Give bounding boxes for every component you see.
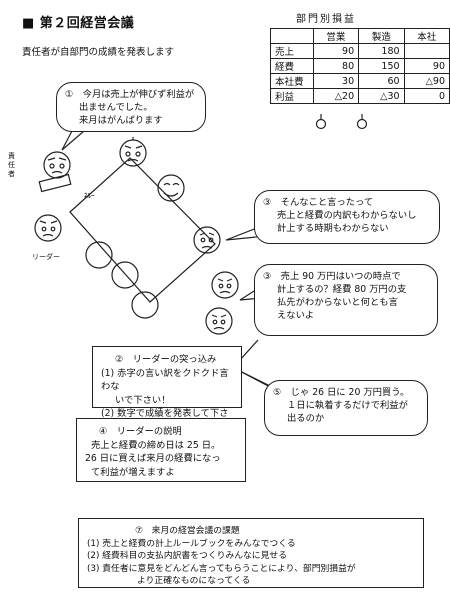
- page-subtitle: 責任者が自部門の成績を発表します: [22, 47, 175, 58]
- person-responsible-icon: [38, 151, 72, 193]
- label-responsible: 責任者: [8, 152, 15, 178]
- box-line: 売上と経費の締め日は 25 日。: [91, 439, 221, 451]
- bubble-number: ③: [263, 271, 272, 282]
- bubble-number: ③: [263, 197, 272, 208]
- box-line: (2) 経費科目の支払内訳書をつくりみんなに見せる: [87, 551, 287, 562]
- table-pointer-circle: [356, 118, 368, 130]
- speech-bubble-5: ⑤ じゃ 26 日に 20 万円買う。 １日に執着するだけで利益が 出るのか: [264, 380, 428, 436]
- box-line: より正確なものになってくる: [137, 576, 251, 587]
- name-tag-text: ﾈﾙｰ: [84, 192, 95, 200]
- bubble-line: 来月はがんばります: [79, 115, 163, 126]
- box-line: (1) 赤字の言い訳をクドクド言わな: [101, 367, 229, 393]
- box-heading: ⑦ 来月の経営会議の課題: [135, 526, 240, 536]
- label-leader: リーダー: [32, 253, 60, 261]
- box-heading: ② リーダーの突っ込み: [115, 354, 217, 365]
- bubble-line: １日に執着するだけで利益が: [287, 400, 408, 411]
- bubble-tail: [225, 225, 267, 241]
- bubble-line: そんなこと言ったって: [280, 197, 374, 208]
- connector-line: [239, 339, 259, 361]
- bubble-line: 今月は売上が伸びず利益が: [82, 89, 195, 100]
- box-line: (3) 責任者に意見をどんどん言ってもらうことにより、部門別損益が: [87, 563, 356, 574]
- person-icon: [193, 226, 221, 254]
- person-blank-icon: [131, 291, 159, 319]
- table-pointer-circle: [315, 118, 327, 130]
- box-line: (1) 売上と経費の計上ルールブックをみんなでつくる: [87, 538, 296, 549]
- speech-bubble-3b: ③ 売上 90 万円はいつの時点で 計上するの？経費 80 万円の支 払先がわか…: [254, 264, 438, 336]
- cell: △20: [312, 88, 360, 104]
- box-line: て利益が増えますよ: [91, 466, 175, 478]
- bubble-line: 出るのか: [287, 413, 325, 424]
- person-blank-icon: [111, 261, 139, 289]
- pl-table-title: 部門別損益: [296, 14, 356, 25]
- bubble-line: えないよ: [277, 310, 315, 321]
- bubble-line: 計上するの？経費 80 万円の支: [277, 284, 407, 295]
- box-line: 26 日に買えば来月の経費になっ: [85, 453, 221, 464]
- bubble-line: 売上と経費の内訳もわからないし: [277, 210, 417, 221]
- person-icon: [157, 174, 185, 202]
- bubble-line: 売上 90 万円はいつの時点で: [280, 271, 401, 282]
- table-row: 経費 80 150 90: [270, 58, 450, 74]
- person-leader-icon: [34, 214, 62, 242]
- bubble-number: ⑤: [273, 387, 282, 398]
- pl-table: 営業 製造 本社 売上 90 180 経費 80 150 90 本社費 30 6…: [270, 28, 450, 104]
- bubble-line: 計上する時期もわからない: [277, 223, 389, 234]
- table-row: 利益 △20 △30 0: [270, 88, 450, 104]
- speech-bubble-1: ① 今月は売上が伸びず利益が 出ませんでした。 来月はがんばります: [56, 82, 206, 132]
- leader-explanation-box: ④ リーダーの説明 売上と経費の締め日は 25 日。 26 日に買えば来月の経費…: [76, 418, 246, 482]
- person-icon: [119, 137, 147, 167]
- pl-table-header: 営業 製造 本社: [270, 28, 450, 44]
- next-meeting-tasks-box: ⑦ 来月の経営会議の課題 (1) 売上と経費の計上ルールブックをみんなでつくる …: [78, 518, 424, 588]
- bubble-line: 出ませんでした。: [79, 102, 153, 113]
- meeting-table: [69, 157, 216, 303]
- bubble-number: ①: [65, 89, 74, 100]
- person-blank-icon: [85, 241, 113, 269]
- speech-bubble-3a: ③ そんなこと言ったって 売上と経費の内訳もわからないし 計上する時期もわからな…: [254, 190, 440, 244]
- box-line: いで下さい！: [115, 394, 171, 406]
- person-icon: [205, 307, 233, 335]
- table-row: 本社費 30 60 △90: [270, 73, 450, 89]
- cell: △30: [358, 88, 405, 104]
- bubble-line: 払先がわからないと何とも言: [277, 297, 398, 308]
- bubble-line: じゃ 26 日に 20 万円買う。: [290, 387, 410, 398]
- page-title: ■ 第２回経営会議: [22, 16, 135, 31]
- person-icon: [211, 271, 239, 299]
- bubble-tail: [61, 130, 85, 151]
- cell: 0: [403, 88, 450, 104]
- box-heading: ④ リーダーの説明: [99, 426, 182, 437]
- leader-callout-box: ② リーダーの突っ込み (1) 赤字の言い訳をクドクド言わな いで下さい！ (2…: [92, 346, 242, 433]
